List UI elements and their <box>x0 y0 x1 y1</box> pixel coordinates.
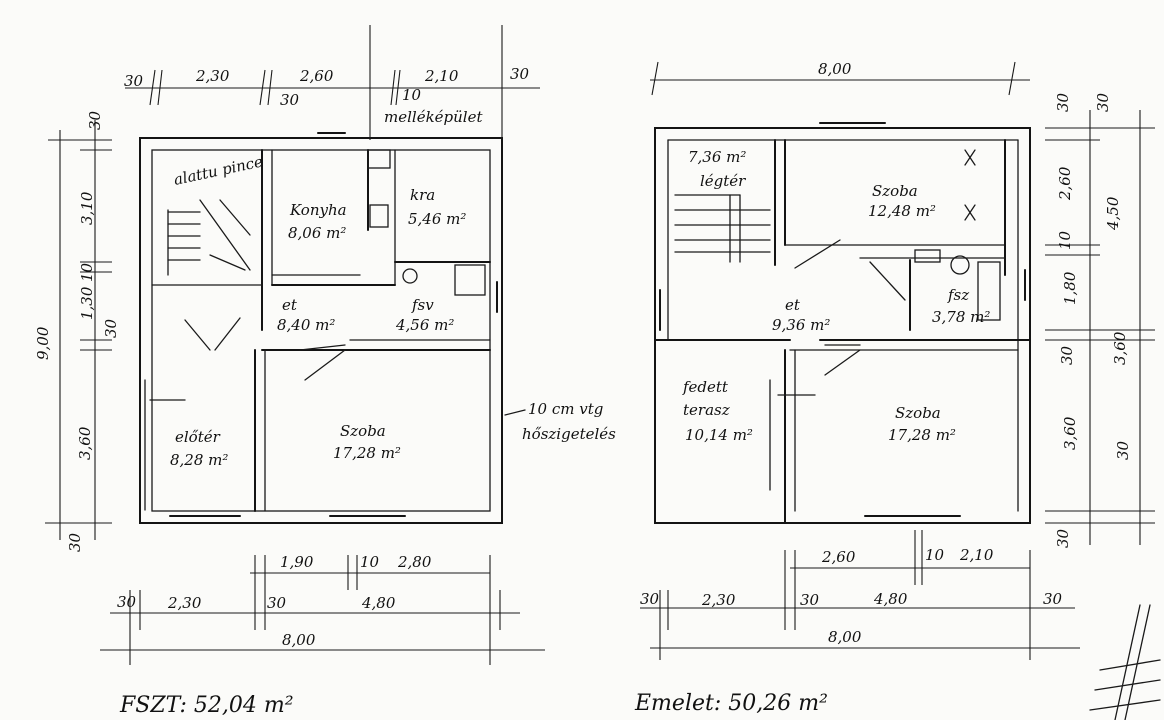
uf-terrace-area: 10,14 m² <box>685 426 753 444</box>
gf-dim-top-3: 2,60 <box>299 67 334 85</box>
uf-dim-right-5: 4,50 <box>1104 196 1122 231</box>
gf-dim-top-1: 30 <box>124 72 144 90</box>
gf-dim-left-3: 10 <box>78 262 96 282</box>
uf-bath-area: 3,78 m² <box>932 308 990 326</box>
gf-living-area: 17,28 m² <box>333 444 401 462</box>
gf-hall-area: 8,40 m² <box>277 316 335 334</box>
gf-dim-bottom-3: 2,80 <box>397 553 432 571</box>
ground-floor-plan: alattu pince Konyha 8,06 m² kra 5,46 m² … <box>34 25 616 718</box>
gf-dim-bottom-6: 30 <box>267 594 287 612</box>
gf-dim-top-5: 30 <box>510 65 530 83</box>
gf-dim-left-7: 3,60 <box>76 426 94 460</box>
gf-insulation-line1: 10 cm vtg <box>528 400 603 418</box>
gf-dim-top-4: 2,10 <box>424 67 459 85</box>
uf-dim-right-3: 2,60 <box>1056 166 1074 201</box>
gf-dim-left-5: 30 <box>102 318 120 338</box>
gf-dim-top-6: 30 <box>280 91 300 109</box>
gf-staircase <box>167 199 251 276</box>
gf-stair-note: alattu pince <box>172 152 264 188</box>
uf-dim-right-4: 10 <box>1056 230 1074 250</box>
gf-kitchen-area: 8,06 m² <box>288 224 346 242</box>
uf-bath-name: fsz <box>947 286 969 304</box>
gf-kitchen-name: Konyha <box>289 201 347 219</box>
uf-dim-right-2: 30 <box>1094 92 1112 112</box>
gf-dim-bottom-2: 10 <box>360 553 380 571</box>
uf-dim-bottom-6: 30 <box>800 591 820 609</box>
uf-bedroom-area: 12,48 m² <box>868 202 936 220</box>
gf-outer-wall <box>139 137 503 524</box>
uf-bedroom-name: Szoba <box>872 182 918 200</box>
uf-dim-right-11: 30 <box>1054 528 1072 548</box>
uf-dim-right-9: 3,60 <box>1061 416 1079 450</box>
gf-dim-left-8: 30 <box>66 532 84 552</box>
uf-outer-wall <box>654 127 1031 524</box>
uf-dim-bottom-7: 4,80 <box>873 590 908 608</box>
gf-pantry-area: 5,46 m² <box>408 210 466 228</box>
gf-bath-name: fsv <box>411 296 434 314</box>
uf-dim-bottom-4: 30 <box>640 590 660 608</box>
gf-living-name: Szoba <box>340 422 386 440</box>
uf-dim-bottom-5: 2,30 <box>701 591 736 609</box>
uf-dim-right-7: 30 <box>1058 345 1076 365</box>
uf-gallery-name: légtér <box>700 172 746 190</box>
gf-pantry-name: kra <box>410 186 435 204</box>
uf-dim-bottom-1: 2,60 <box>821 548 856 566</box>
gf-entry-area: 8,28 m² <box>170 451 228 469</box>
gf-dim-top-2: 2,30 <box>195 67 230 85</box>
gf-dim-left-4: 1,30 <box>78 286 96 320</box>
gf-bath-area: 4,56 m² <box>395 316 454 334</box>
upper-floor-plan: 7,36 m² légtér Szoba 12,48 m² et 9,36 m²… <box>634 60 1161 720</box>
gf-total-area: FSZT: 52,04 m² <box>119 693 294 718</box>
uf-dim-bottom-8: 30 <box>1043 590 1063 608</box>
uf-hall-area: 9,36 m² <box>772 316 830 334</box>
uf-dim-right-1: 30 <box>1054 92 1072 112</box>
gf-dim-left-6: 9,00 <box>34 326 52 360</box>
gf-dim-bottom-8: 8,00 <box>282 631 316 649</box>
gf-dim-bottom-5: 2,30 <box>167 594 202 612</box>
gf-hall-name: et <box>282 296 298 314</box>
gf-entry-name: előtér <box>175 428 221 446</box>
gf-dim-left-1: 30 <box>86 110 104 130</box>
uf-dim-bottom-2: 10 <box>925 546 945 564</box>
uf-gallery-area: 7,36 m² <box>688 148 746 166</box>
gf-dim-left-2: 3,10 <box>78 191 96 225</box>
gf-insulation-line2: hőszigetelés <box>522 425 616 443</box>
gf-outbuilding-label: melléképület <box>384 108 483 126</box>
gf-dim-bottom-1: 1,90 <box>280 553 314 571</box>
uf-dim-right-8: 3,60 <box>1111 331 1129 365</box>
uf-dim-right-10: 30 <box>1114 440 1132 460</box>
uf-hall-name: et <box>785 296 801 314</box>
uf-room-area: 17,28 m² <box>888 426 956 444</box>
uf-total-area: Emelet: 50,26 m² <box>634 691 828 716</box>
uf-dim-top-1: 8,00 <box>818 60 852 78</box>
uf-terrace-name2: terasz <box>683 401 730 419</box>
gf-dim-bottom-7: 4,80 <box>361 594 396 612</box>
gf-dim-bottom-4: 30 <box>117 593 137 611</box>
gf-dim-top-7: 10 <box>402 86 422 104</box>
uf-room-name: Szoba <box>895 404 941 422</box>
uf-staircase <box>674 194 771 263</box>
uf-dim-bottom-3: 2,10 <box>959 546 994 564</box>
uf-dim-right-6: 1,80 <box>1061 271 1079 305</box>
uf-terrace-name1: fedett <box>682 378 729 396</box>
uf-dim-bottom-9: 8,00 <box>828 628 862 646</box>
corner-hatch-mark <box>1089 604 1161 720</box>
